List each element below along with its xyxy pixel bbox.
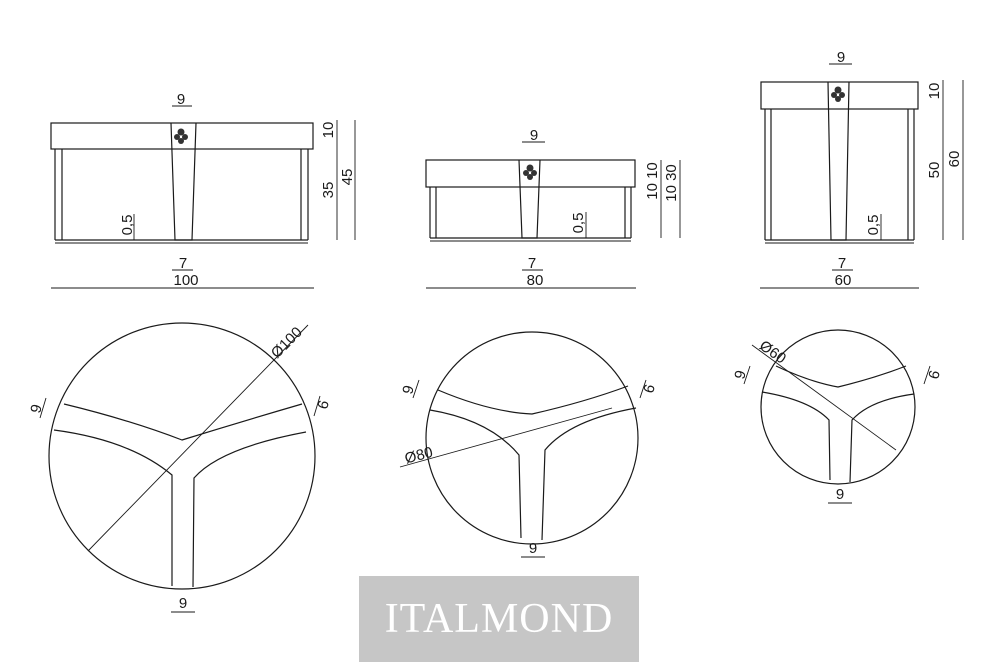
dim-diameter: Ø80 bbox=[403, 444, 435, 468]
dim-strap: 7 bbox=[838, 255, 846, 272]
dim-diameter: Ø100 bbox=[268, 324, 306, 362]
dim-gap: 0,5 bbox=[570, 213, 587, 234]
lid bbox=[50, 122, 314, 150]
strap bbox=[518, 159, 541, 239]
dim-bottom: 9 bbox=[836, 486, 844, 503]
lid bbox=[425, 159, 636, 188]
dim-top: 9 bbox=[837, 49, 845, 66]
dim-left: 9 bbox=[399, 384, 418, 396]
dim-body: 35 bbox=[320, 182, 337, 199]
dim-lid: 10 bbox=[320, 122, 337, 139]
strap-seam bbox=[192, 431, 307, 588]
dim-top: 9 bbox=[530, 127, 538, 144]
dim-diameter: Ø60 bbox=[756, 337, 789, 367]
dim-lid: 10 bbox=[926, 83, 943, 100]
strap bbox=[827, 81, 850, 241]
strap-seam bbox=[429, 409, 522, 539]
top-circle bbox=[425, 331, 639, 545]
plan-large: Ø100 9 6 9 bbox=[27, 322, 333, 613]
dim-width: 100 bbox=[173, 272, 198, 289]
dim-strap: 7 bbox=[528, 255, 536, 272]
diameter-line bbox=[751, 344, 897, 451]
elevation-small: 9 10 50 60 0,5 7 60 bbox=[760, 49, 964, 289]
dim-body: 10 30 bbox=[663, 164, 680, 202]
italmond-watermark: ITALMOND bbox=[359, 576, 639, 662]
dim-total: 60 bbox=[946, 151, 963, 168]
diameter-line bbox=[399, 407, 613, 468]
strap-seam bbox=[437, 385, 629, 415]
top-circle bbox=[48, 322, 316, 590]
top-circle bbox=[760, 329, 916, 485]
dim-top: 9 bbox=[177, 91, 185, 108]
strap-seam bbox=[541, 407, 637, 541]
ornament-icon bbox=[523, 164, 537, 180]
dim-body: 50 bbox=[926, 162, 943, 179]
diameter-line bbox=[87, 324, 309, 552]
dim-bottom: 9 bbox=[529, 540, 537, 557]
plan-medium: Ø80 9 6 9 bbox=[399, 331, 659, 558]
strap-seam bbox=[53, 429, 173, 586]
ornament-icon bbox=[831, 86, 845, 102]
strap bbox=[170, 122, 197, 241]
strap-seam bbox=[849, 393, 915, 483]
dim-gap: 0,5 bbox=[119, 215, 136, 236]
dim-strap: 7 bbox=[179, 255, 187, 272]
dim-width: 60 bbox=[835, 272, 852, 289]
dim-bottom: 9 bbox=[179, 595, 187, 612]
ornament-icon bbox=[174, 128, 188, 144]
dim-total: 45 bbox=[339, 169, 356, 186]
strap-seam bbox=[63, 403, 303, 441]
strap-seam bbox=[761, 391, 831, 481]
dim-gap: 0,5 bbox=[865, 215, 882, 236]
elevation-medium: 9 10 10 10 30 0,5 7 80 bbox=[425, 127, 681, 289]
elevation-large: 9 10 35 45 0,5 7 100 bbox=[50, 91, 356, 289]
dim-width: 80 bbox=[527, 272, 544, 289]
plan-small: Ø60 9 6 9 bbox=[731, 329, 944, 504]
dim-lid: 10 10 bbox=[644, 162, 661, 200]
strap-seam bbox=[775, 365, 907, 388]
